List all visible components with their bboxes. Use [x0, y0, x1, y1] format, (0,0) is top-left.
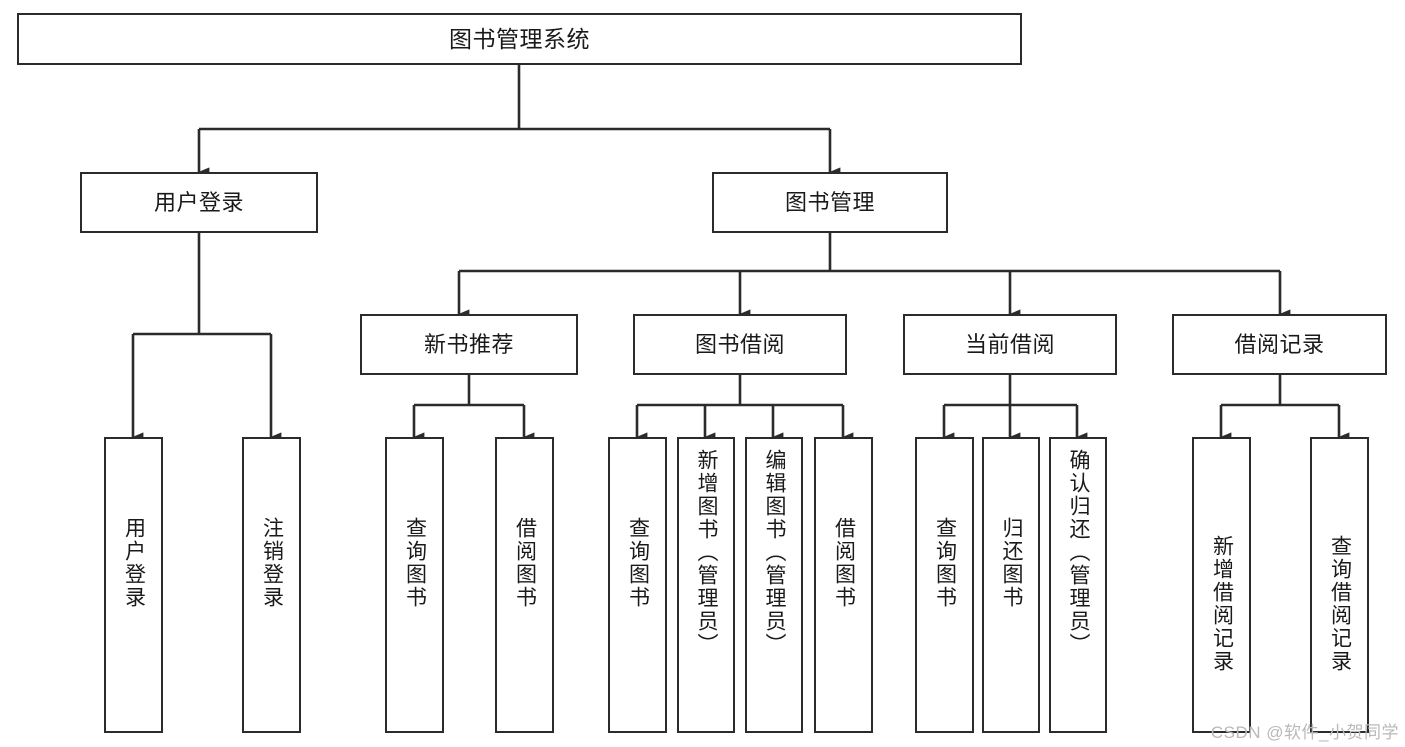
node-book-management-system[interactable]: 图书管理系统	[17, 13, 1022, 65]
node-label: 当前借阅	[964, 331, 1055, 357]
node-label: 借阅记录	[1234, 331, 1325, 357]
node-book-management[interactable]: 图书管理	[712, 172, 948, 233]
leaf-borrow-book[interactable]: 借阅图书	[814, 437, 873, 733]
leaf-borrow-book-recommend[interactable]: 借阅图书	[495, 437, 554, 733]
leaf-add-book-admin[interactable]: 新增图书（管理员）	[677, 437, 735, 733]
leaf-user-logout[interactable]: 注销登录	[242, 437, 301, 733]
leaf-label: 新增借阅记录	[1210, 535, 1234, 673]
leaf-search-book-current[interactable]: 查询图书	[915, 437, 974, 733]
leaf-return-book[interactable]: 归还图书	[982, 437, 1040, 733]
leaf-label: 查询图书	[626, 517, 650, 609]
node-current-borrow[interactable]: 当前借阅	[903, 314, 1117, 375]
leaf-search-book-borrow[interactable]: 查询图书	[608, 437, 667, 733]
leaf-label: 借阅图书	[513, 517, 537, 609]
leaf-edit-book-admin[interactable]: 编辑图书（管理员）	[745, 437, 803, 733]
node-label: 用户登录	[153, 189, 244, 215]
node-label: 图书管理系统	[449, 25, 590, 52]
leaf-user-login[interactable]: 用户登录	[104, 437, 163, 733]
leaf-search-borrow-record[interactable]: 查询借阅记录	[1310, 437, 1369, 733]
node-label: 图书管理	[784, 189, 875, 215]
leaf-label: 编辑图书（管理员）	[763, 449, 787, 656]
node-book-borrow[interactable]: 图书借阅	[633, 314, 847, 375]
leaf-label: 用户登录	[122, 517, 146, 609]
leaf-confirm-return-admin[interactable]: 确认归还（管理员）	[1049, 437, 1107, 733]
leaf-label: 查询图书	[933, 517, 957, 609]
leaf-search-book-recommend[interactable]: 查询图书	[385, 437, 444, 733]
leaf-label: 归还图书	[1000, 517, 1024, 609]
node-borrow-record[interactable]: 借阅记录	[1172, 314, 1387, 375]
watermark: CSDN @软件_小贺同学	[1210, 723, 1399, 742]
node-new-book-recommend[interactable]: 新书推荐	[360, 314, 578, 375]
node-label: 图书借阅	[694, 331, 785, 357]
leaf-label: 查询图书	[403, 517, 427, 609]
leaf-label: 查询借阅记录	[1328, 535, 1352, 673]
leaf-label: 新增图书（管理员）	[695, 449, 719, 656]
leaf-label: 注销登录	[260, 517, 284, 609]
node-user-login[interactable]: 用户登录	[80, 172, 318, 233]
leaf-label: 借阅图书	[832, 517, 856, 609]
leaf-label: 确认归还（管理员）	[1067, 449, 1091, 656]
node-label: 新书推荐	[423, 331, 514, 357]
leaf-add-borrow-record[interactable]: 新增借阅记录	[1192, 437, 1251, 733]
